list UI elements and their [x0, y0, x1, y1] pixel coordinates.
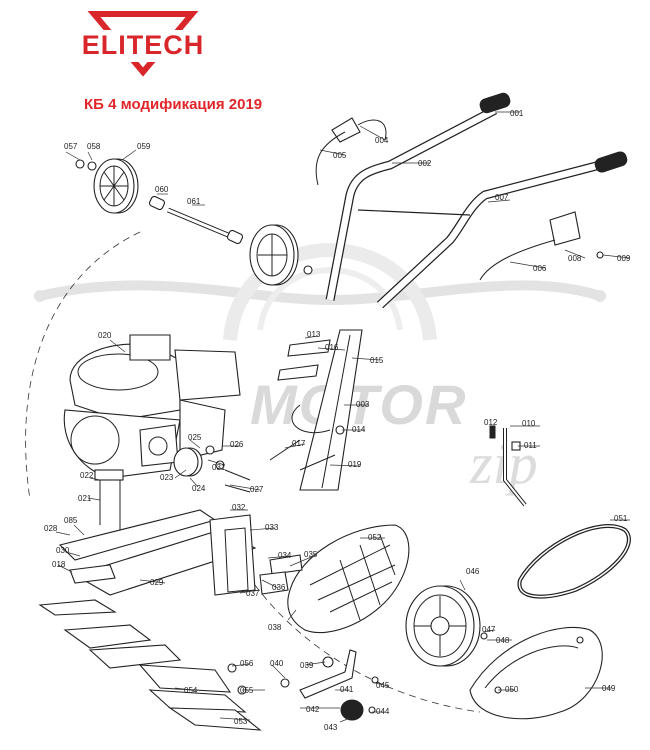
- part-label-031: 031: [212, 463, 226, 472]
- part-label-022: 022: [80, 471, 94, 480]
- diagram-title: КБ 4 модификация 2019: [84, 96, 263, 113]
- logo-triangle-icon: [78, 11, 208, 77]
- part-label-028: 028: [44, 524, 58, 533]
- part-label-050: 050: [505, 685, 519, 694]
- part-label-007: 007: [495, 193, 509, 202]
- part-label-041: 041: [340, 685, 354, 694]
- part-label-029: 029: [150, 578, 164, 587]
- part-label-048: 048: [496, 636, 510, 645]
- part-label-006: 006: [533, 264, 547, 273]
- belt-cover: [469, 626, 603, 720]
- transport-wheel-left: [75, 158, 139, 214]
- part-label-036: 036: [272, 583, 286, 592]
- part-label-040: 040: [270, 659, 284, 668]
- part-label-016: 016: [325, 343, 339, 352]
- part-label-061: 061: [187, 197, 201, 206]
- part-labels: 001 002 003 004 005 006 007 008 009 010 …: [44, 109, 631, 732]
- frame: [58, 469, 257, 596]
- part-label-059: 059: [137, 142, 151, 151]
- part-label-002: 002: [418, 159, 432, 168]
- part-label-057: 057: [64, 142, 78, 151]
- part-label-047: 047: [482, 625, 496, 634]
- tensioner-assembly: [280, 649, 379, 721]
- part-label-032: 032: [232, 503, 246, 512]
- part-label-011: 011: [524, 441, 537, 450]
- part-label-014: 014: [352, 425, 366, 434]
- part-label-056: 056: [240, 659, 254, 668]
- part-label-026: 026: [230, 440, 244, 449]
- watermark-text: MOTOR: [250, 373, 468, 436]
- part-label-025: 025: [188, 433, 202, 442]
- belt-guard-inner: [259, 524, 410, 634]
- part-label-018: 018: [52, 560, 66, 569]
- part-label-021: 021: [78, 494, 92, 503]
- part-label-023: 023: [160, 473, 174, 482]
- steering-column: [269, 329, 363, 491]
- part-label-058: 058: [87, 142, 101, 151]
- part-label-003: 003: [356, 400, 370, 409]
- part-label-035: 035: [304, 550, 318, 559]
- part-label-017: 017: [292, 439, 306, 448]
- transport-wheel-right: [249, 224, 313, 286]
- part-label-034: 034: [278, 551, 292, 560]
- part-label-037: 037: [246, 589, 260, 598]
- part-label-020: 020: [98, 331, 112, 340]
- part-label-027: 027: [250, 485, 264, 494]
- part-label-049: 049: [602, 684, 616, 693]
- part-label-015: 015: [370, 356, 384, 365]
- part-label-045: 045: [376, 681, 390, 690]
- axle-parts: [148, 195, 244, 245]
- part-label-013: 013: [307, 330, 321, 339]
- depth-bar-bracket: [489, 425, 527, 507]
- part-label-043: 043: [324, 723, 338, 732]
- drive-belt: [517, 524, 631, 599]
- handlebar: [315, 92, 628, 309]
- part-label-033: 033: [265, 523, 279, 532]
- part-label-053: 053: [234, 717, 248, 726]
- part-label-051: 051: [614, 514, 628, 523]
- part-label-008: 008: [568, 254, 582, 263]
- part-label-024: 024: [192, 484, 206, 493]
- tines-left: [38, 599, 262, 731]
- part-label-012: 012: [484, 418, 498, 427]
- part-label-009: 009: [617, 254, 631, 263]
- part-label-044: 044: [376, 707, 390, 716]
- part-label-010: 010: [522, 419, 536, 428]
- brand-logo: ELITECH: [68, 10, 218, 88]
- part-label-001: 001: [510, 109, 524, 118]
- part-label-042: 042: [306, 705, 320, 714]
- part-label-039: 039: [300, 661, 314, 670]
- part-label-060: 060: [155, 185, 169, 194]
- part-label-019: 019: [348, 460, 362, 469]
- driven-pulley: [405, 585, 488, 667]
- brand-name: ELITECH: [81, 30, 205, 60]
- part-label-005: 005: [333, 151, 347, 160]
- part-label-054: 054: [184, 686, 198, 695]
- part-label-046: 046: [466, 567, 480, 576]
- engine: [63, 334, 251, 493]
- part-label-052: 052: [368, 533, 382, 542]
- part-label-004: 004: [375, 136, 389, 145]
- part-label-085: 085: [64, 516, 78, 525]
- part-label-038: 038: [268, 623, 282, 632]
- part-label-055: 055: [240, 686, 254, 695]
- part-label-030: 030: [56, 546, 70, 555]
